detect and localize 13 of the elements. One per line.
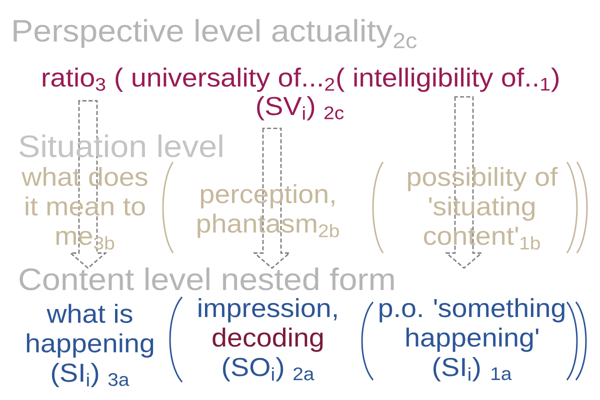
term-label: what is happening (SI$_{i}$) $_{3a}$ (26, 304, 154, 388)
block-arrow (68, 100, 108, 269)
level-heading: Perspective level actuality$_{2c}$ (14, 19, 417, 48)
formula-term: ( intelligibility of..$_{1}$) (337, 68, 558, 92)
term-label: p.o. 'something happening' (SI$_{i}$) $_{1a}$ (380, 298, 564, 382)
formula-term: (SV$_{i}$) $_{2c}$ (257, 96, 344, 120)
term-label: possibility of 'situating content'$_{1b}$ (408, 166, 558, 250)
level-heading: Content level nested form (20, 268, 394, 290)
block-arrow (444, 96, 484, 269)
term-label: impression, decoding (SO$_{i}$) $_{2a}$ (198, 298, 337, 382)
block-arrow (252, 128, 292, 269)
formula-term: ( universality of...$_{2}$ (116, 68, 334, 92)
formula-term: ratio$_{3}$ (42, 68, 106, 91)
